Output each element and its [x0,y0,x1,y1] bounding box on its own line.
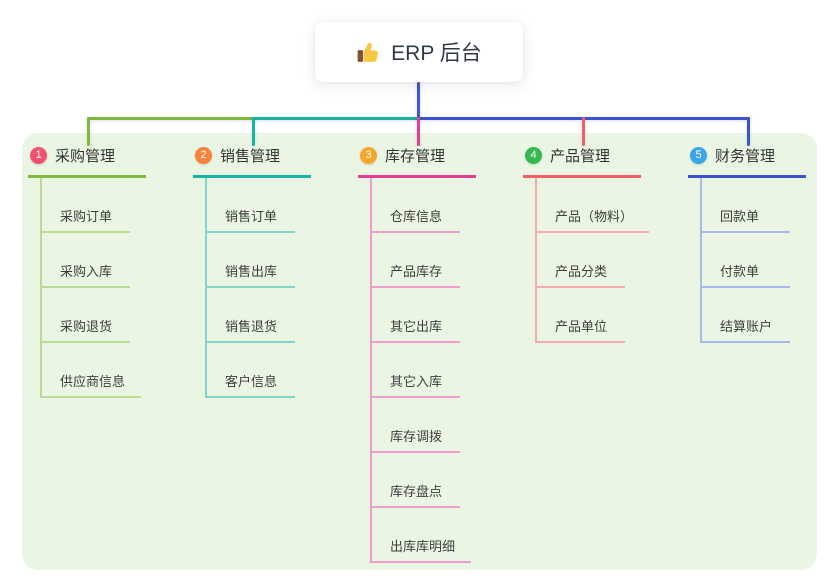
branch-title[interactable]: 2 销售管理 [193,145,311,178]
connector-branch-drop-1 [87,117,90,146]
child-node[interactable]: 其它入库 [372,343,460,398]
child-node[interactable]: 销售退货 [207,288,295,343]
connector-branch-drop-5 [747,117,750,146]
branch-title[interactable]: 4 产品管理 [523,145,641,178]
branch-children: 回款单付款单结算账户 [700,178,806,343]
branch-number-badge: 4 [525,147,542,164]
child-node[interactable]: 结算账户 [702,288,790,343]
child-node[interactable]: 仓库信息 [372,178,460,233]
branch-node: 3 库存管理仓库信息产品库存其它出库其它入库库存调拨库存盘点出库库明细 [358,145,476,563]
branch-number-badge: 5 [690,147,707,164]
connector-rail-left [87,117,255,120]
root-node-label: ERP 后台 [391,42,482,65]
connector-root-drop [417,82,420,120]
child-node[interactable]: 付款单 [702,233,790,288]
child-node[interactable]: 库存调拨 [372,398,460,453]
child-node[interactable]: 其它出库 [372,288,460,343]
connector-rail-mid [252,117,420,120]
child-node[interactable]: 产品（物料） [537,178,650,233]
child-node[interactable]: 产品单位 [537,288,625,343]
branch-node: 2 销售管理销售订单销售出库销售退货客户信息 [193,145,311,398]
branch-number-badge: 1 [30,147,47,164]
branch-number-badge: 3 [360,147,377,164]
child-node[interactable]: 客户信息 [207,343,295,398]
child-node[interactable]: 出库库明细 [372,508,472,563]
branch-title[interactable]: 1 采购管理 [28,145,146,178]
branch-children: 仓库信息产品库存其它出库其它入库库存调拨库存盘点出库库明细 [370,178,476,563]
child-node[interactable]: 采购订单 [42,178,130,233]
branch-title[interactable]: 5 财务管理 [688,145,806,178]
child-node[interactable]: 产品分类 [537,233,625,288]
branch-title-label: 产品管理 [550,148,611,165]
branch-node: 4 产品管理产品（物料）产品分类产品单位 [523,145,650,343]
child-node[interactable]: 回款单 [702,178,790,233]
child-node[interactable]: 销售订单 [207,178,295,233]
branch-children: 销售订单销售出库销售退货客户信息 [205,178,311,398]
branch-node: 5 财务管理回款单付款单结算账户 [688,145,806,343]
branch-title-label: 销售管理 [220,148,281,165]
branch-title-label: 采购管理 [55,148,116,165]
thumbs-up-icon [356,40,381,65]
branch-children: 产品（物料）产品分类产品单位 [535,178,650,343]
connector-branch-drop-2 [252,117,255,146]
branch-title[interactable]: 3 库存管理 [358,145,476,178]
branch-title-label: 库存管理 [385,148,446,165]
branch-node: 1 采购管理采购订单采购入库采购退货供应商信息 [28,145,146,398]
branches-panel [22,133,817,570]
child-node[interactable]: 采购入库 [42,233,130,288]
branch-number-badge: 2 [195,147,212,164]
root-node[interactable]: ERP 后台 [315,22,523,82]
child-node[interactable]: 采购退货 [42,288,130,343]
child-node[interactable]: 产品库存 [372,233,460,288]
child-node[interactable]: 库存盘点 [372,453,460,508]
connector-branch-drop-3 [417,117,420,146]
child-node[interactable]: 供应商信息 [42,343,142,398]
connector-branch-drop-4 [582,117,585,146]
branch-title-label: 财务管理 [715,148,776,165]
child-node[interactable]: 销售出库 [207,233,295,288]
branch-children: 采购订单采购入库采购退货供应商信息 [40,178,146,398]
